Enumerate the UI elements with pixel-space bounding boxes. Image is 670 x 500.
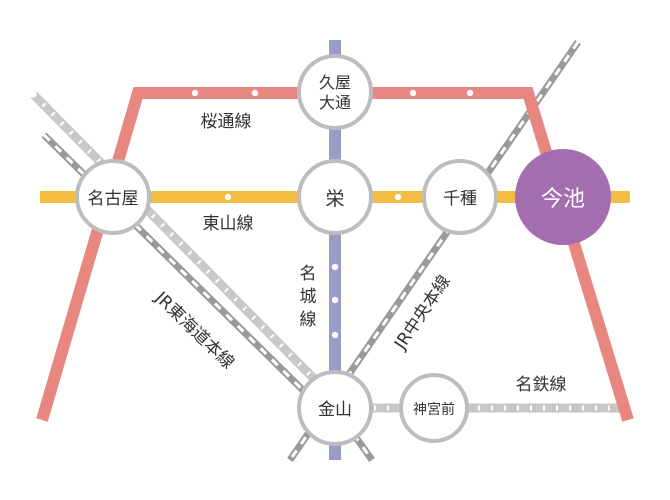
sakura-dori-stop-dot (409, 89, 417, 97)
sakura-dori-stop-dot (251, 89, 259, 97)
jr-tokaido-line (30, 91, 334, 408)
station-hisaya-odori[interactable]: 久屋 大通 (297, 54, 373, 130)
station-label: 今池 (541, 187, 585, 212)
station-kanayama[interactable]: 金山 (297, 370, 373, 446)
station-label: 名古屋 (88, 189, 139, 209)
intermediate-stop-dots (191, 89, 474, 339)
higashiyama-stop-dot (394, 193, 402, 201)
line-label-meijo-char: 城 (300, 287, 317, 307)
line-label-meitetsu: 名鉄線 (516, 375, 567, 395)
station-label: 金山 (318, 400, 352, 420)
line-label-jr-tokaido: JR東海道本線 (150, 287, 238, 373)
station-label: 神宮前 (413, 401, 455, 418)
station-imaike[interactable]: 今池 (515, 149, 611, 245)
higashiyama-stop-dot (224, 193, 232, 201)
station-label: 大通 (319, 93, 351, 112)
station-label: 栄 (325, 188, 344, 210)
line-label-meijo-char: 線 (300, 310, 317, 330)
station-label: 久屋 (319, 73, 351, 92)
station-chikusa[interactable]: 千種 (422, 159, 498, 235)
meijo-stop-dot (331, 263, 339, 271)
line-label-meijo: 名 城 線 (300, 264, 317, 330)
station-nagoya[interactable]: 名古屋 (75, 159, 151, 235)
line-label-higashiyama: 東山線 (203, 214, 254, 234)
line-label-sakura-dori: 桜通線 (201, 112, 252, 132)
sakura-dori-stop-dot (466, 89, 474, 97)
line-label-jr-chuo: JR中央本線 (390, 272, 455, 354)
meijo-stop-dot (331, 331, 339, 339)
sakura-dori-stop-dot (191, 89, 199, 97)
station-sakae[interactable]: 栄 (297, 159, 373, 235)
line-label-meijo-char: 名 (300, 264, 317, 284)
meijo-stop-dot (331, 296, 339, 304)
station-jingu-mae[interactable]: 神宮前 (399, 373, 469, 443)
station-label: 千種 (443, 189, 477, 209)
